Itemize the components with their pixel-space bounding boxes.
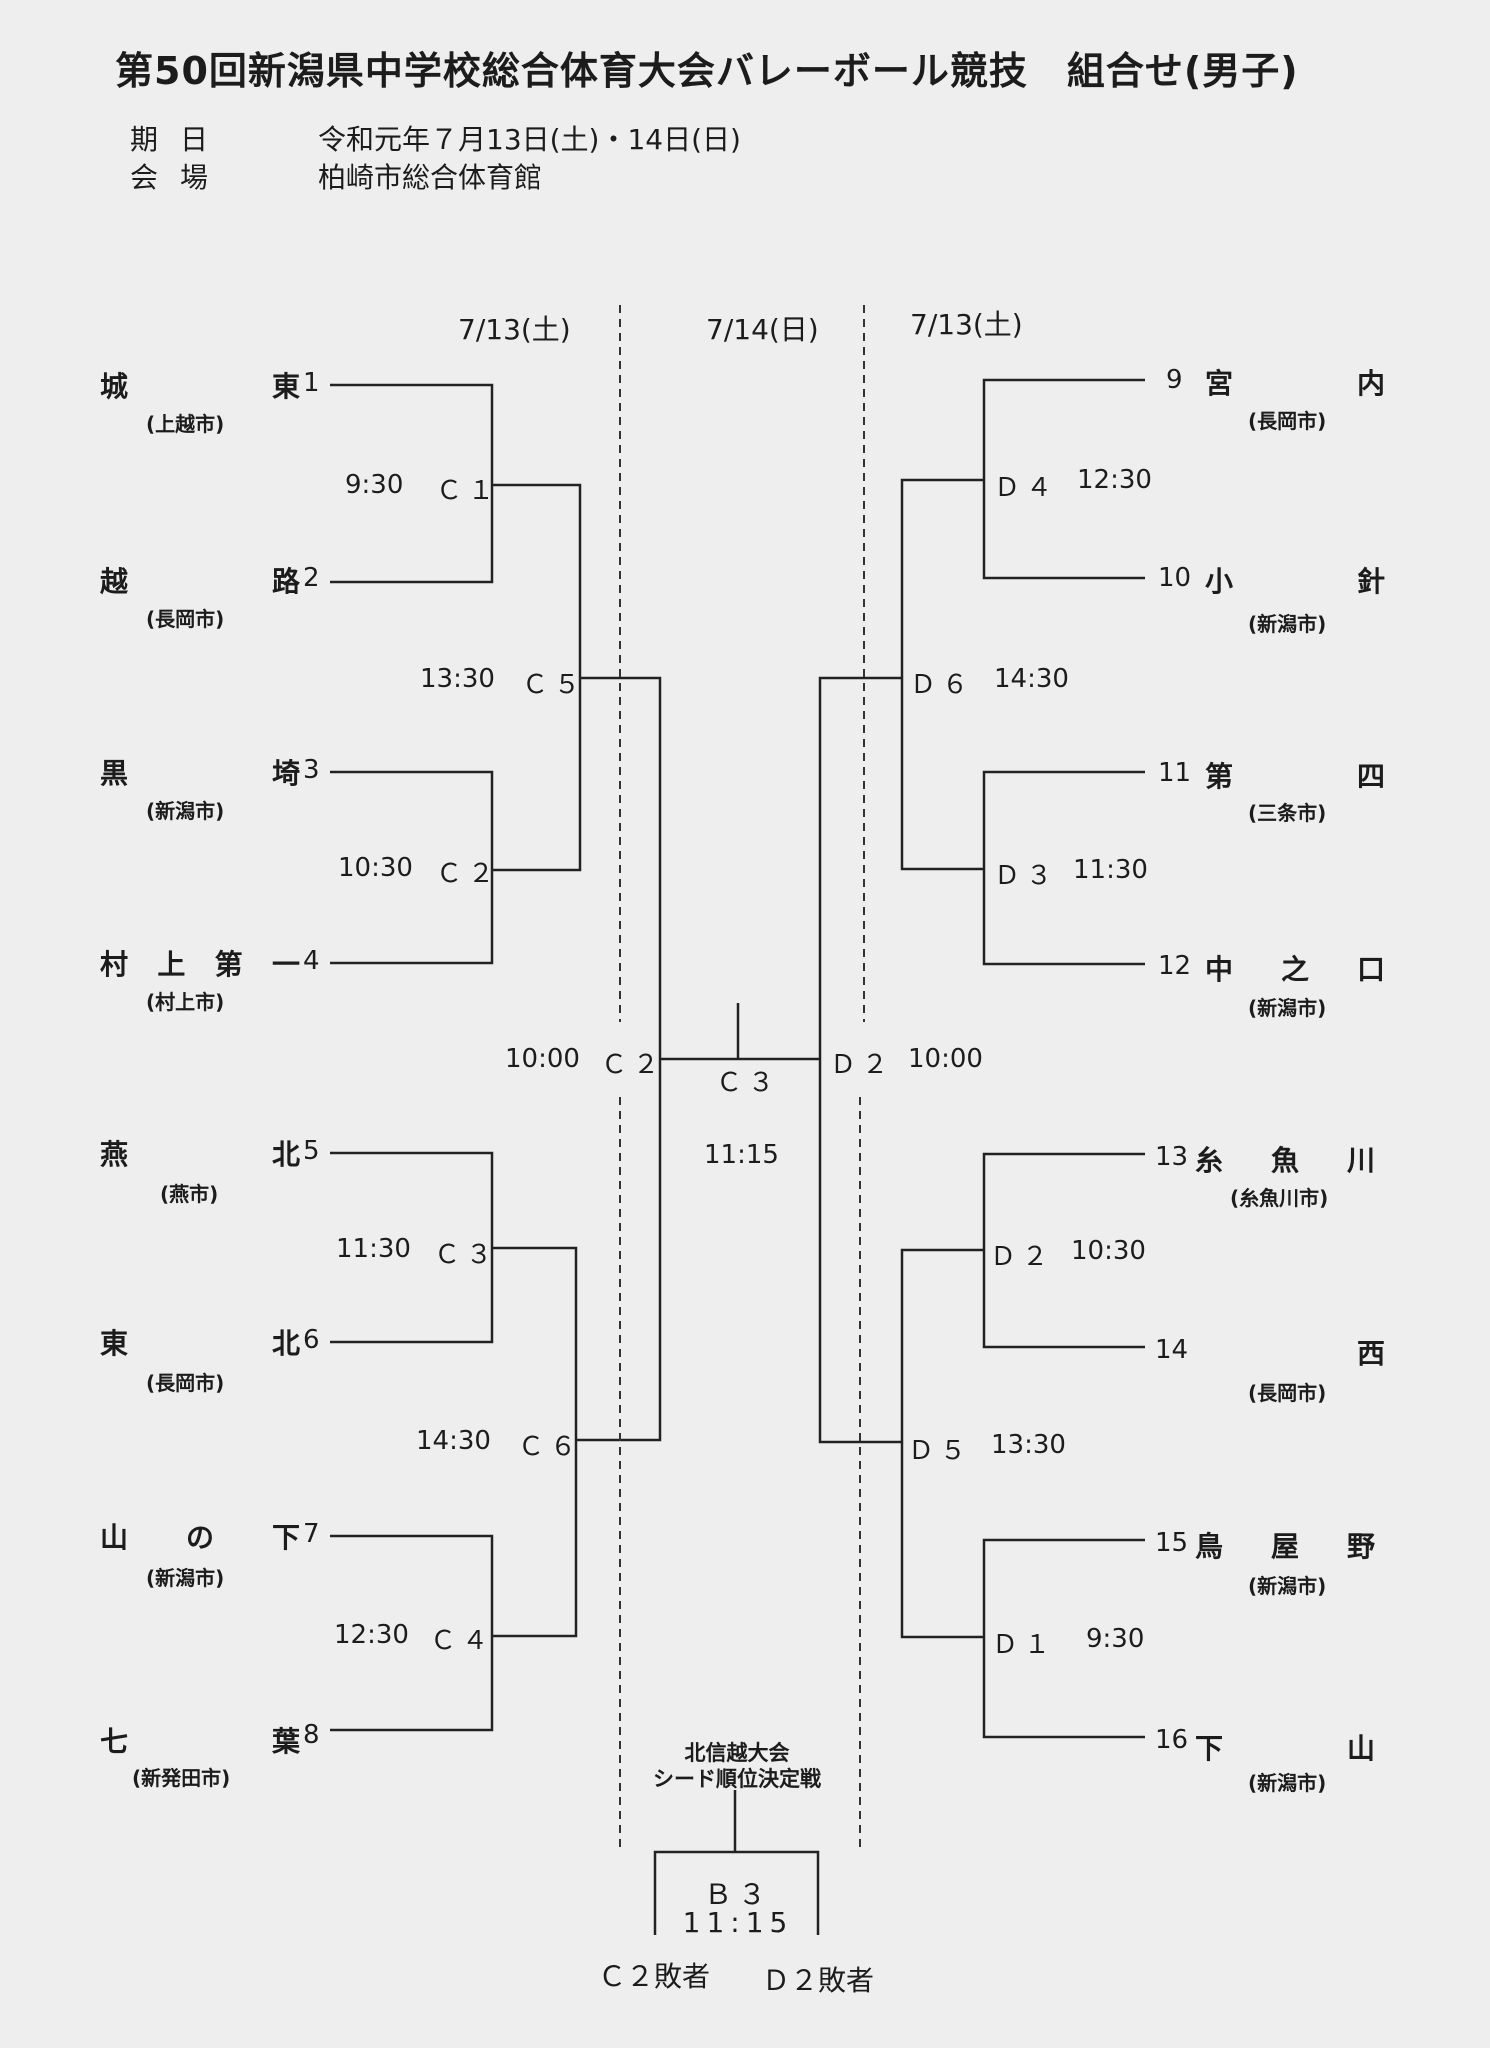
team-15: 鳥屋野: [1195, 1530, 1375, 1563]
team-city: (新潟市): [1248, 1771, 1327, 1795]
team-city: (上越市): [146, 412, 225, 436]
match-label: Ｃ２: [601, 1050, 666, 1080]
team-city: (新潟市): [146, 1566, 225, 1590]
match-label: Ｃ４: [430, 1626, 495, 1656]
team-2: 越路: [100, 565, 300, 598]
team-5: 燕北: [100, 1138, 300, 1171]
team-4: 村上第一: [100, 948, 300, 981]
date-label: 期日: [130, 123, 231, 156]
seed-number: 4: [303, 946, 320, 976]
seed-match-time: 11:15: [682, 1906, 794, 1939]
team-6: 東北: [100, 1327, 300, 1360]
team-9: 宮内: [1205, 367, 1385, 400]
match-time: 10:00: [908, 1044, 983, 1074]
match-label: Ｃ２: [436, 859, 501, 889]
team-city: (三条市): [1248, 801, 1327, 825]
seed-number: 3: [303, 755, 320, 785]
team-12: 中之口: [1205, 953, 1385, 986]
team-8: 七葉: [100, 1725, 300, 1758]
team-city: (村上市): [146, 990, 225, 1014]
match-label: Ｃ６: [518, 1432, 583, 1462]
match-label: Ｄ５: [908, 1436, 973, 1466]
team-city: (長岡市): [146, 607, 225, 631]
team-city: (糸魚川市): [1230, 1186, 1329, 1210]
match-time: 12:30: [1077, 465, 1152, 495]
match-label: Ｄ１: [992, 1630, 1057, 1660]
team-11: 第四: [1205, 760, 1385, 793]
seed-number: 7: [303, 1519, 320, 1549]
match-time: 9:30: [345, 470, 404, 500]
match-label: Ｄ３: [994, 861, 1059, 891]
venue-value: 柏崎市総合体育館: [318, 161, 543, 194]
team-city: (長岡市): [1248, 1381, 1327, 1405]
match-time: 10:30: [1071, 1236, 1146, 1266]
match-label: Ｃ３: [716, 1068, 781, 1098]
match-time: 11:30: [336, 1234, 411, 1264]
match-time: 10:30: [338, 853, 413, 883]
seed-number: 11: [1158, 758, 1192, 788]
seed-note-line2: シード順位決定戦: [653, 1767, 821, 1791]
team-7: 山の下: [100, 1521, 300, 1554]
match-time: 14:30: [416, 1426, 491, 1456]
seed-number: 2: [303, 563, 320, 593]
match-time: 9:30: [1086, 1624, 1145, 1654]
match-time: 13:30: [991, 1430, 1066, 1460]
match-time: 11:15: [704, 1140, 779, 1170]
team-city: (長岡市): [1248, 409, 1327, 433]
seed-number: 9: [1166, 365, 1183, 395]
team-city: (燕市): [160, 1182, 219, 1206]
match-time: 12:30: [334, 1620, 409, 1650]
match-label: Ｄ２: [990, 1242, 1055, 1272]
match-label: Ｄ４: [994, 473, 1059, 503]
seed-number: 13: [1155, 1142, 1189, 1172]
left-loser: Ｃ２敗者: [598, 1960, 711, 1993]
seed-note-line1: 北信越大会: [684, 1741, 790, 1765]
team-3: 黒埼: [100, 757, 300, 790]
team-city: (新発田市): [132, 1766, 231, 1790]
seed-number: 8: [303, 1720, 320, 1750]
team-14: 西: [1356, 1337, 1385, 1370]
match-time: 14:30: [994, 664, 1069, 694]
venue-label: 会場: [130, 161, 231, 194]
seed-match-label: Ｂ３: [703, 1878, 772, 1911]
seed-number: 6: [303, 1325, 320, 1355]
match-label: Ｄ２: [830, 1050, 895, 1080]
seed-number: 16: [1155, 1725, 1189, 1755]
day-header-right: 7/13(土): [910, 308, 1023, 341]
date-value: 令和元年７月13日(土)・14日(日): [318, 123, 741, 156]
team-city: (新潟市): [1248, 612, 1327, 636]
team-city: (新潟市): [1248, 1574, 1327, 1598]
page-title: 第50回新潟県中学校総合体育大会バレーボール競技 組合せ(男子): [115, 49, 1299, 93]
team-city: (新潟市): [146, 799, 225, 823]
seed-number: 1: [303, 368, 320, 398]
match-time: 10:00: [505, 1044, 580, 1074]
team-city: (新潟市): [1248, 996, 1327, 1020]
team-10: 小針: [1205, 565, 1385, 598]
match-label: Ｄ６: [910, 670, 975, 700]
seed-number: 15: [1155, 1528, 1189, 1558]
match-time: 11:30: [1073, 855, 1148, 885]
match-label: Ｃ３: [434, 1240, 499, 1270]
team-13: 糸魚川: [1195, 1144, 1375, 1177]
match-label: Ｃ５: [522, 670, 587, 700]
team-16: 下山: [1195, 1732, 1375, 1765]
team-1: 城東: [100, 370, 300, 403]
seed-number: 12: [1158, 951, 1192, 981]
day-header-left: 7/13(土): [458, 313, 571, 346]
seed-number: 10: [1158, 563, 1192, 593]
match-label: Ｃ１: [436, 476, 501, 506]
day-header-center: 7/14(日): [706, 313, 819, 346]
seed-number: 14: [1155, 1335, 1189, 1365]
match-time: 13:30: [420, 664, 495, 694]
right-loser: Ｄ２敗者: [762, 1964, 875, 1997]
team-city: (長岡市): [146, 1371, 225, 1395]
seed-number: 5: [303, 1136, 320, 1166]
